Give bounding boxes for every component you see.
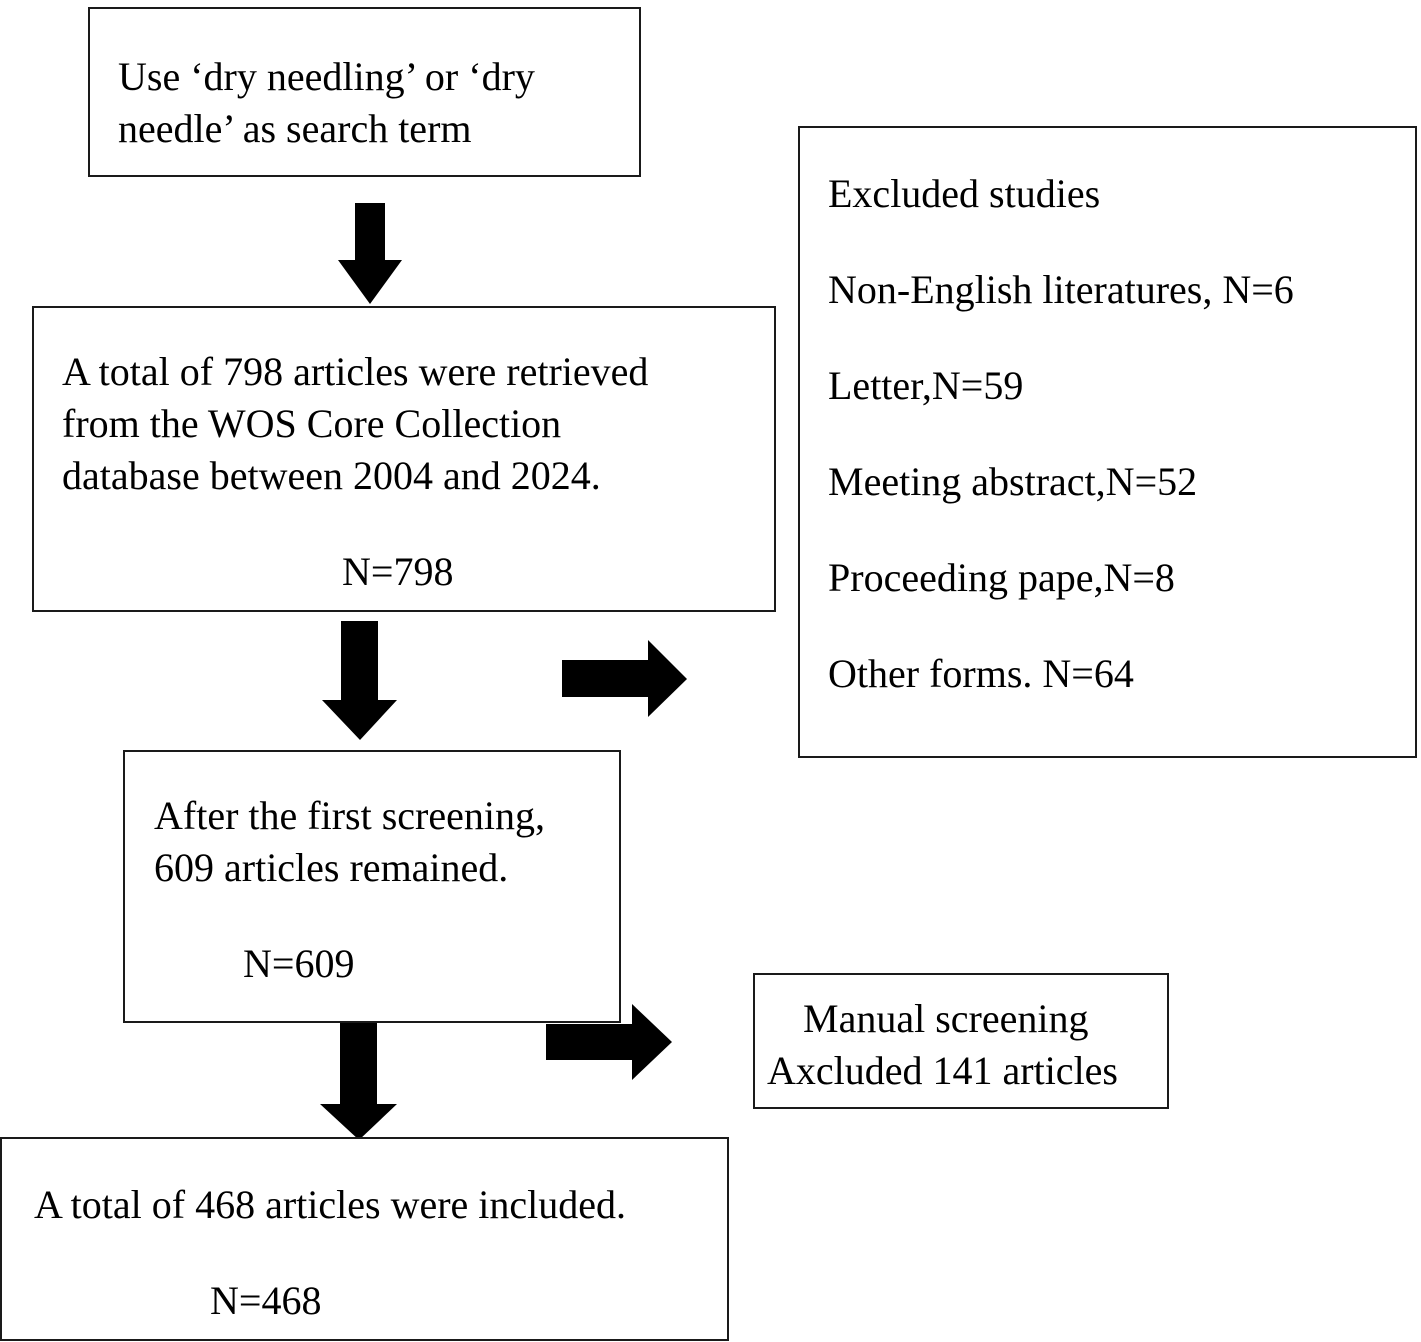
manual-screening-line-2: Axcluded 141 articles — [767, 1048, 1118, 1093]
excluded-item-letter: Letter,N=59 — [828, 363, 1024, 408]
excluded-item-proceeding-paper: Proceeding pape,N=8 — [828, 555, 1175, 600]
excluded-item-other-forms: Other forms. N=64 — [828, 651, 1134, 696]
excluded-item-meeting-abstract: Meeting abstract,N=52 — [828, 459, 1198, 504]
down-arrow-3 — [320, 1023, 397, 1140]
first-screening-line-1: After the first screening, — [154, 793, 545, 838]
manual-screening-box: Manual screening Axcluded 141 articles — [753, 973, 1169, 1109]
excluded-studies-box: Excluded studies Non-English literatures… — [798, 126, 1417, 758]
included-line-1: A total of 468 articles were included. — [34, 1182, 627, 1227]
first-screening-box: After the first screening, 609 articles … — [123, 750, 621, 1023]
right-arrow-1 — [562, 640, 687, 717]
retrieved-line-1: A total of 798 articles were retrieved — [62, 349, 649, 394]
included-count: N=468 — [210, 1278, 322, 1323]
retrieved-count: N=798 — [342, 549, 454, 594]
retrieved-line-2: from the WOS Core Collection — [62, 401, 562, 446]
search-term-box: Use ‘dry needling’ or ‘dry needle’ as se… — [88, 7, 641, 177]
right-arrow-2 — [546, 1004, 672, 1080]
retrieved-box: A total of 798 articles were retrieved f… — [32, 306, 776, 612]
search-term-line-2: needle’ as search term — [118, 106, 472, 151]
down-arrow-2 — [322, 621, 397, 740]
first-screening-line-2: 609 articles remained. — [154, 845, 509, 890]
down-arrow-1 — [338, 203, 402, 304]
retrieved-line-3: database between 2004 and 2024. — [62, 453, 601, 498]
excluded-title: Excluded studies — [828, 171, 1101, 216]
first-screening-count: N=609 — [243, 941, 355, 986]
excluded-item-non-english: Non-English literatures, N=6 — [828, 267, 1294, 312]
search-term-line-1: Use ‘dry needling’ or ‘dry — [118, 54, 535, 99]
included-box: A total of 468 articles were included. N… — [0, 1137, 729, 1341]
manual-screening-line-1: Manual screening — [803, 996, 1089, 1041]
